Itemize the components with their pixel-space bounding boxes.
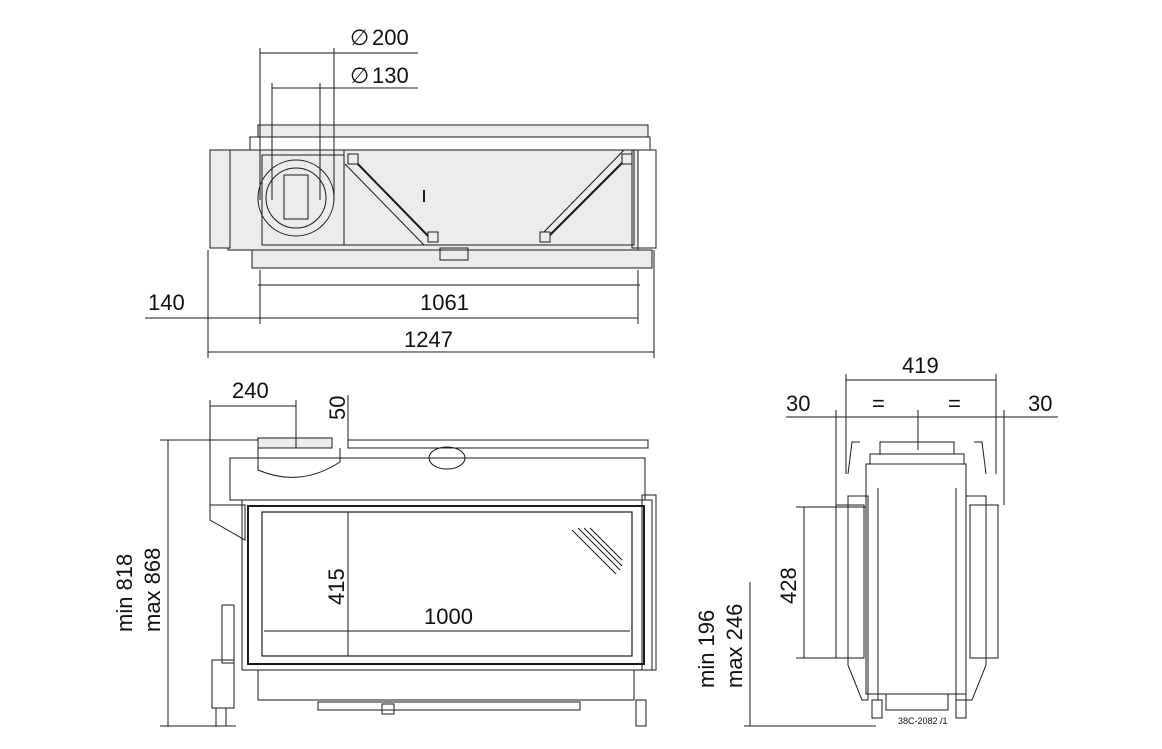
flue-offset-label: 240 [232, 378, 269, 403]
flue-inner-circle [265, 167, 327, 229]
top-view: ∅ 200 ∅ 130 140 1061 1247 [145, 25, 657, 358]
glass-width-label: 1061 [420, 290, 469, 315]
offset-label: 140 [148, 290, 185, 315]
opening-width-label: 1000 [424, 604, 473, 629]
equal-right-label: = [948, 391, 961, 416]
glass-panel [261, 511, 633, 657]
top-gap-label: 50 [325, 396, 350, 420]
side-view: 419 30 30 = = 428 min 196 max 246 38C-20… [694, 353, 1058, 727]
depth-label: 419 [902, 353, 939, 378]
right-margin-label: 30 [1028, 391, 1052, 416]
height-min-label: min 818 [112, 554, 137, 632]
flue-outer-diameter-label: 200 [372, 25, 409, 50]
door-height-label: 428 [776, 567, 801, 604]
flue-outer-diameter-symbol: ∅ [350, 25, 369, 50]
base-max-label: max 246 [722, 604, 747, 688]
base-min-label: min 196 [694, 610, 719, 688]
front-view: 240 50 min 818 max 868 415 1000 [112, 378, 657, 727]
height-max-label: max 868 [140, 548, 165, 632]
flue-inner-diameter-label: 130 [372, 63, 409, 88]
flue-inner-diameter-symbol: ∅ [350, 63, 369, 88]
opening-height-label: 415 [324, 568, 349, 605]
left-margin-label: 30 [786, 391, 810, 416]
equal-left-label: = [872, 391, 885, 416]
total-width-label: 1247 [404, 327, 453, 352]
drawing-reference: 38C-2082 /1 [898, 716, 948, 726]
brand-logo [428, 446, 466, 470]
